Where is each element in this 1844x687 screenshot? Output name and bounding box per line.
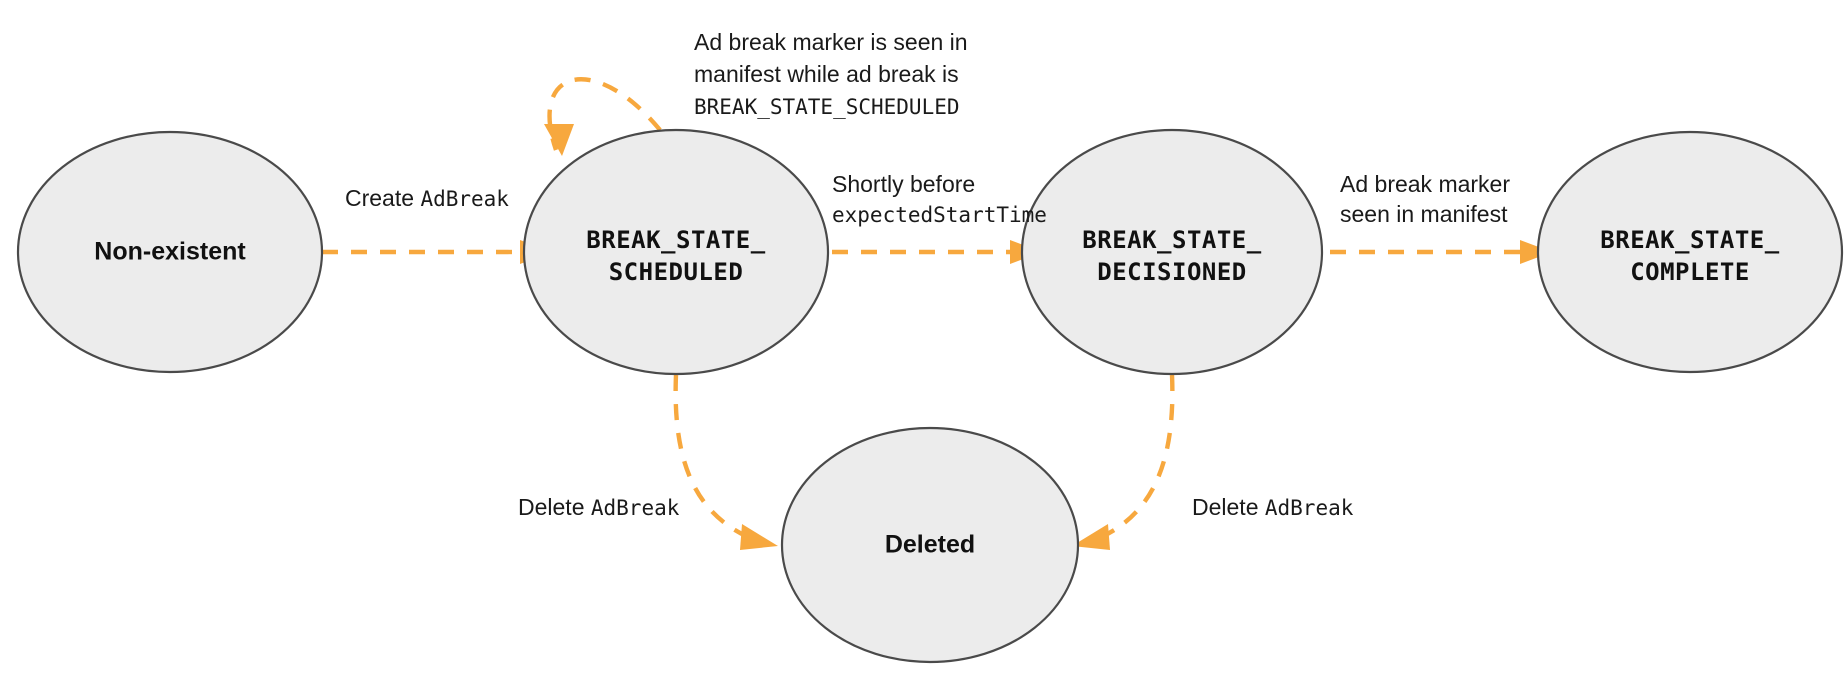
node-break-state-complete[interactable]: BREAK_STATE_ COMPLETE <box>1536 130 1844 374</box>
edge-label-scheduled-to-decisioned-code: expectedStartTime <box>832 203 1047 227</box>
edge-create-adbreak <box>322 240 552 264</box>
edge-label-create-adbreak: Create AdBreak <box>345 185 509 211</box>
edge-label-self-loop-code: BREAK_STATE_SCHEDULED <box>694 95 960 119</box>
edge-scheduled-to-deleted-arrowhead <box>740 524 778 550</box>
edge-label-scheduled-to-deleted: Delete AdBreak <box>518 494 680 520</box>
edge-decisioned-to-complete <box>1330 240 1552 264</box>
edge-decisioned-to-deleted-arrowhead <box>1072 524 1110 550</box>
node-break-state-decisioned[interactable]: BREAK_STATE_ DECISIONED <box>1020 128 1324 376</box>
edge-self-loop-scheduled-arrowhead <box>544 124 574 156</box>
node-break-state-scheduled[interactable]: BREAK_STATE_ SCHEDULED <box>522 128 830 376</box>
node-deleted[interactable]: Deleted <box>780 426 1080 664</box>
node-break-state-complete-label-line1: BREAK_STATE_ <box>1600 226 1779 254</box>
node-break-state-decisioned-shape[interactable] <box>1020 128 1324 376</box>
edge-decisioned-to-deleted-line <box>1089 374 1175 545</box>
edge-label-decisioned-to-deleted-code: AdBreak <box>1265 496 1354 520</box>
edge-label-decisioned-to-complete-line1: Ad break marker <box>1340 171 1510 197</box>
edge-scheduled-to-decisioned <box>832 240 1042 264</box>
edge-label-decisioned-to-deleted-word: Delete <box>1192 494 1265 520</box>
node-non-existent-label: Non-existent <box>94 238 246 266</box>
edge-decisioned-to-deleted <box>1072 374 1175 550</box>
edge-label-self-loop-line1: Ad break marker is seen in <box>694 29 968 55</box>
node-break-state-complete-label-line2: COMPLETE <box>1630 258 1750 286</box>
node-break-state-decisioned-label-line1: BREAK_STATE_ <box>1082 226 1261 254</box>
edge-scheduled-to-deleted <box>673 374 778 550</box>
edge-scheduled-to-deleted-line <box>673 374 761 545</box>
node-break-state-scheduled-label-line2: SCHEDULED <box>609 258 744 286</box>
node-break-state-decisioned-label-line2: DECISIONED <box>1097 258 1247 286</box>
node-deleted-label: Deleted <box>885 531 975 559</box>
edge-label-create-adbreak-word: Create <box>345 185 420 211</box>
edge-label-decisioned-to-complete-line2: seen in manifest <box>1340 201 1508 227</box>
node-non-existent[interactable]: Non-existent <box>16 130 324 374</box>
edge-label-create-adbreak-code: AdBreak <box>420 187 509 211</box>
edge-label-decisioned-to-deleted: Delete AdBreak <box>1192 494 1354 520</box>
edge-label-scheduled-to-decisioned-line2: expectedStartTime <box>832 203 1047 227</box>
node-break-state-scheduled-label-line1: BREAK_STATE_ <box>586 226 765 254</box>
edge-decisioned-to-complete-arrowhead <box>1520 240 1552 264</box>
edge-label-self-loop-line2: manifest while ad break is <box>694 61 959 87</box>
node-non-existent-shape[interactable] <box>16 130 324 374</box>
edge-label-scheduled-to-deleted-word: Delete <box>518 494 591 520</box>
node-break-state-scheduled-shape[interactable] <box>522 128 830 376</box>
edge-self-loop-scheduled <box>544 77 662 156</box>
edge-self-loop-scheduled-line <box>547 77 662 151</box>
edge-label-self-loop-line3: BREAK_STATE_SCHEDULED <box>694 95 960 119</box>
edge-label-scheduled-to-decisioned-line1: Shortly before <box>832 171 975 197</box>
node-deleted-shape[interactable] <box>780 426 1080 664</box>
node-break-state-complete-shape[interactable] <box>1536 130 1844 374</box>
edge-label-scheduled-to-deleted-code: AdBreak <box>591 496 680 520</box>
